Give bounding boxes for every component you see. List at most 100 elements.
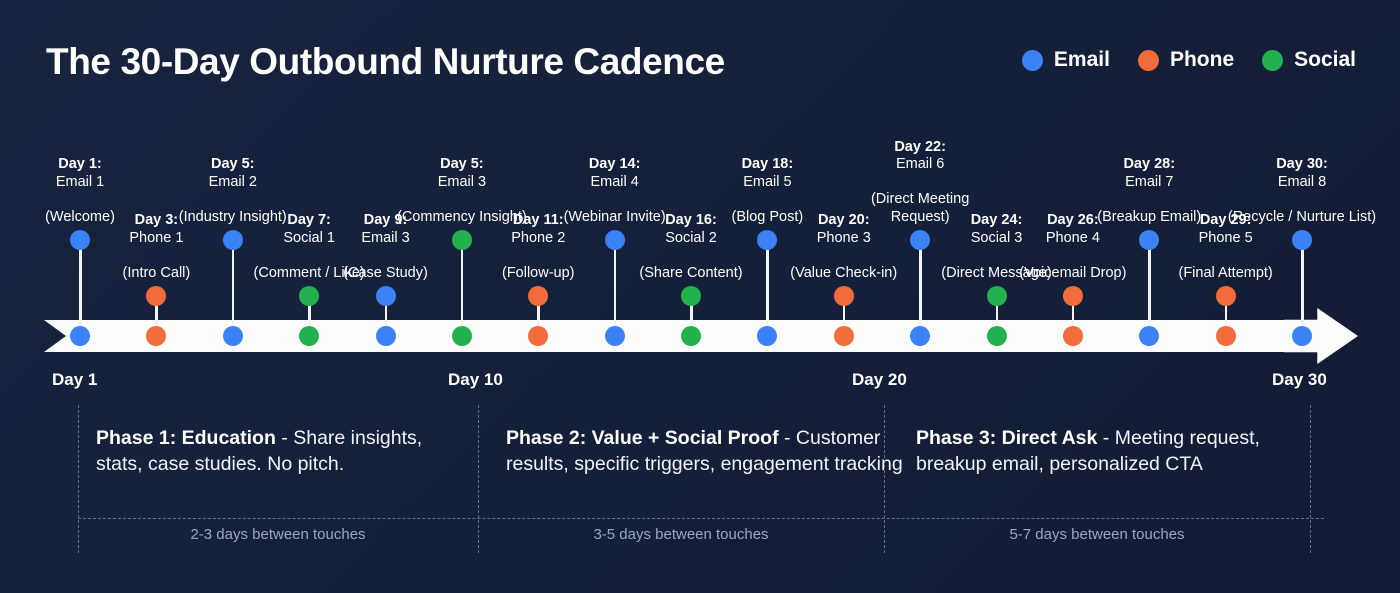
touchpoint-bar-dot[interactable] (222, 326, 243, 346)
touchpoint-label: Day 5:Email 3(Commency Insight) (387, 150, 537, 226)
touchpoint-bar-dot[interactable] (910, 326, 931, 346)
touchpoint-bar-dot[interactable] (1139, 326, 1160, 346)
touchpoint-bar-dot[interactable] (70, 326, 90, 346)
touchpoint-detail: (Voicemail Drop) (1019, 264, 1127, 281)
touchpoint-detail: (Welcome) (45, 208, 115, 225)
touchpoint-detail: (Case Study) (343, 264, 428, 281)
phase-body: - Meeting request, breakup email, person… (916, 427, 1260, 475)
touchpoint-title: Email 2 (208, 173, 257, 190)
touchpoint-detail: (Breakup Email) (1097, 208, 1202, 225)
touchpoint-title: Phone 3 (816, 229, 871, 246)
touchpoint-stem (1301, 240, 1304, 336)
touchpoint-title: Email 1 (55, 173, 105, 190)
touchpoint-bar-dot[interactable] (375, 326, 396, 346)
touchpoint-detail: (Industry Insight) (178, 208, 287, 225)
axis-tick-30: Day 30 (1272, 370, 1327, 389)
touchpoint-top-dot[interactable] (681, 286, 701, 306)
touchpoint-bar-dot[interactable] (681, 326, 701, 346)
touchpoint-top-dot[interactable] (1139, 230, 1160, 250)
touchpoint-top-dot[interactable] (986, 286, 1007, 306)
phase-divider (884, 405, 885, 553)
touchpoint-day: Day 7: (287, 212, 331, 228)
legend-label: Social (1294, 48, 1356, 71)
touchpoint-title: Phone 1 (129, 229, 184, 246)
circle-icon (1137, 49, 1159, 71)
touchpoint-day: Day 9: (363, 212, 408, 228)
touchpoint-top-dot[interactable] (70, 230, 90, 250)
touchpoint-top-dot[interactable] (757, 230, 778, 250)
touchpoint-title: Phone 4 (1045, 229, 1100, 246)
touchpoint-day: Day 5: (440, 156, 484, 172)
touchpoint-bar-dot[interactable] (986, 326, 1007, 346)
touchpoint-stem (1224, 296, 1228, 336)
touchpoint-title: Social 3 (970, 229, 1023, 246)
touchpoint-bar-dot[interactable] (528, 326, 549, 346)
touchpoint-label: Day 30:Email 8(Recycle / Nurture List) (1227, 150, 1377, 226)
touchpoint-detail: (Commency Insight) (397, 208, 527, 225)
touchpoint-title: Email 8 (1277, 173, 1327, 190)
touchpoint-top-dot[interactable] (299, 286, 320, 306)
touchpoint-top-dot[interactable] (833, 286, 854, 306)
touchpoint-label: Day 7:Social 1 (Comment / Like) (234, 150, 384, 282)
touchpoint-top-dot[interactable] (375, 286, 396, 306)
touchpoint-bar-dot[interactable] (1292, 326, 1312, 346)
touchpoint-stem (766, 240, 769, 336)
touchpoint-detail: (Final Attempt) (1178, 264, 1273, 281)
touchpoint-detail: (Comment / Like) (253, 264, 365, 281)
touchpoint-title: Phone 2 (511, 229, 566, 246)
touchpoint-top-dot[interactable] (1292, 230, 1312, 250)
touchpoint-bar-dot[interactable] (451, 326, 472, 346)
touchpoint-label: Day 11:Phone 2(Follow-up) (463, 150, 613, 282)
touchpoint-stem (1071, 296, 1075, 336)
circle-icon (1021, 49, 1043, 71)
phase-description-3: Phase 3: Direct Ask - Meeting request, b… (916, 425, 1296, 477)
touchpoint-bar-dot[interactable] (833, 326, 854, 346)
touchpoint-bar-dot[interactable] (1062, 326, 1083, 346)
touchpoint-detail: (Intro Call) (122, 264, 191, 281)
phase-description-2: Phase 2: Value + Social Proof - Customer… (506, 425, 906, 477)
touchpoint-top-dot[interactable] (451, 230, 472, 250)
touchpoint-label: Day 14:Email 4(Webinar Invite) (540, 150, 690, 226)
touchpoint-title: Email 5 (743, 173, 792, 190)
touchpoint-stem (842, 296, 846, 336)
touchpoint-day: Day 29: (1199, 212, 1252, 228)
touchpoint-label: Day 1:Email 1 (Welcome) (5, 150, 155, 226)
touchpoint-title: Phone 5 (1198, 229, 1253, 246)
touchpoint-day: Day 24: (970, 212, 1023, 228)
cadence-note-3: 5-7 days between touches (1009, 526, 1185, 543)
touchpoint-top-dot[interactable] (1215, 286, 1236, 306)
touchpoint-bar-dot[interactable] (757, 326, 778, 346)
touchpoint-label: Day 22:Email 6(Direct Meeting Request) (845, 139, 995, 226)
touchpoint-day: Day 18: (741, 156, 794, 172)
touchpoint-day: Day 28: (1123, 156, 1176, 172)
touchpoint-bar-dot[interactable] (1215, 326, 1236, 346)
touchpoint-stem (690, 296, 693, 336)
touchpoint-top-dot[interactable] (604, 230, 625, 250)
phase-description-1: Phase 1: Education - Share insights, sta… (96, 425, 466, 477)
touchpoint-top-dot[interactable] (1062, 286, 1083, 306)
touchpoint-top-dot[interactable] (910, 230, 931, 250)
touchpoint-detail: (Blog Post) (731, 208, 804, 225)
touchpoint-bar-dot[interactable] (299, 326, 320, 346)
cadence-note-2: 3-5 days between touches (593, 526, 769, 543)
touchpoint-stem (1148, 240, 1151, 336)
touchpoint-stem (995, 296, 998, 336)
touchpoint-stem (460, 240, 464, 336)
touchpoint-title: Social 1 (283, 229, 335, 246)
touchpoint-label: Day 29:Phone 5 (Final Attempt) (1151, 150, 1301, 282)
touchpoint-top-dot[interactable] (528, 286, 549, 306)
header: The 30-Day Outbound Nurture Cadence Emai… (0, 38, 1400, 100)
touchpoint-bar-dot[interactable] (604, 326, 625, 346)
phase-body: - Share insights, stats, case studies. N… (96, 427, 423, 475)
timeline: Day 1:Email 1(Welcome)Day 3:Phone 1(Intr… (0, 139, 1400, 364)
touchpoint-day: Day 14: (588, 156, 641, 172)
touchpoint-label: Day 16:Social 2(Share Content) (616, 150, 766, 282)
touchpoint-top-dot[interactable] (146, 286, 167, 306)
touchpoint-top-dot[interactable] (222, 230, 243, 250)
touchpoint-bar-dot[interactable] (146, 326, 167, 346)
touchpoint-day: Day 1: (58, 156, 102, 172)
